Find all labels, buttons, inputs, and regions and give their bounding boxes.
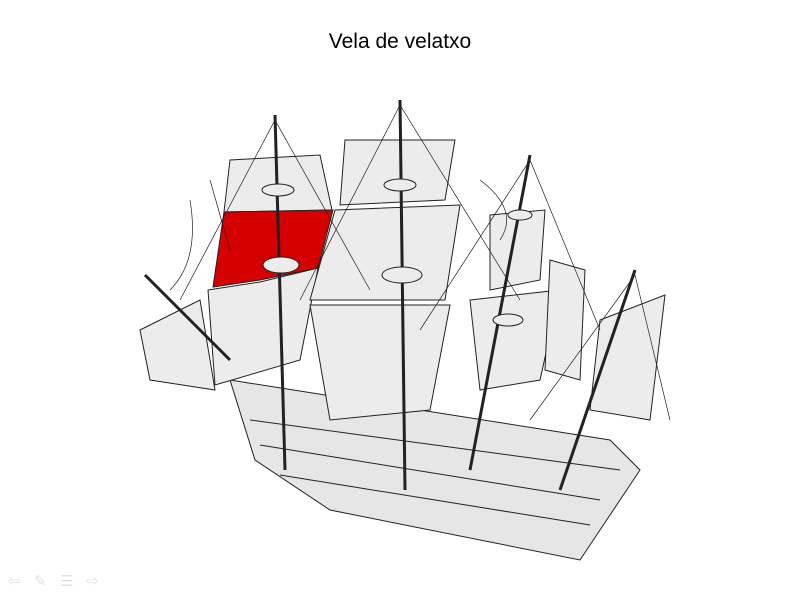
menu-icon[interactable]: ☰ bbox=[60, 573, 74, 590]
sail bbox=[339, 139, 456, 206]
arrow-right-icon[interactable]: ⇨ bbox=[86, 573, 99, 590]
sail bbox=[544, 259, 586, 381]
sail bbox=[589, 294, 666, 421]
mast bbox=[143, 99, 637, 491]
sail bbox=[139, 299, 216, 391]
pen-icon[interactable]: ✎ bbox=[34, 573, 47, 590]
hull bbox=[229, 379, 641, 561]
arrow-left-icon[interactable]: ⇦ bbox=[8, 573, 21, 590]
sail bbox=[309, 204, 461, 301]
highlighted-sail bbox=[212, 209, 334, 288]
slide-title: Vela de velatxo bbox=[328, 30, 472, 53]
sail bbox=[207, 267, 319, 386]
sail bbox=[309, 304, 451, 421]
sail bbox=[469, 289, 561, 391]
